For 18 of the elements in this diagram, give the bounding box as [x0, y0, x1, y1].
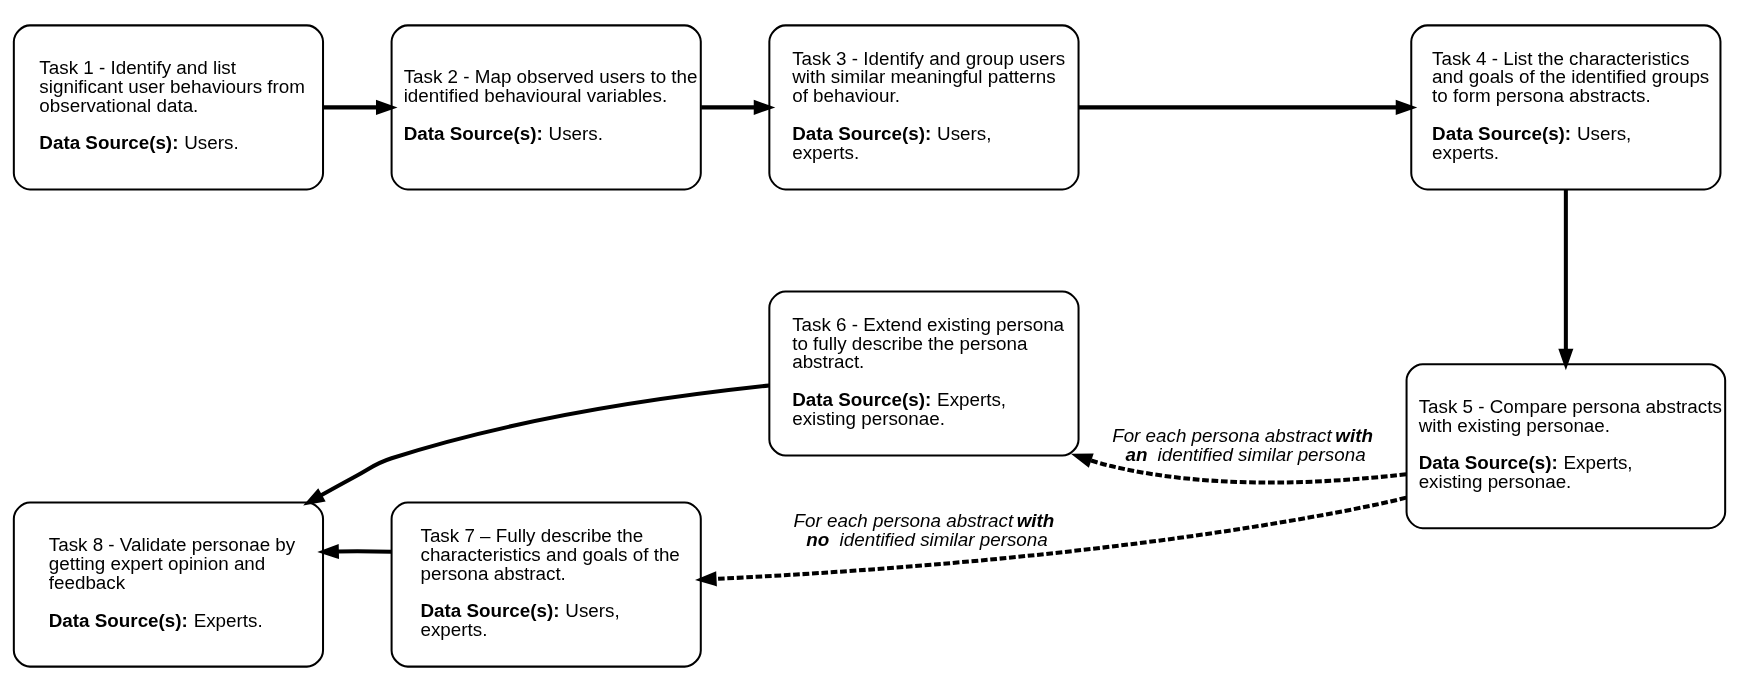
- node-box: Task 8 - Validate personae by getting expert opinion and feedback Data Source(s): Experts.: [12, 501, 325, 668]
- arrow: [1070, 453, 1407, 485]
- node-box: Task 3 - Identify and group users with similar meaningful patterns of behaviour. Data Source(s): Users, experts.: [768, 23, 1080, 190]
- node-box: Task 6 - Extend existing persona to fully describe the persona abstract. Data Source(s): Experts, existing personae.: [768, 290, 1080, 457]
- edge-label: For each persona abstract with no identified similar persona: [793, 509, 1055, 550]
- arrow: [695, 495, 1407, 586]
- arrow: [701, 99, 776, 115]
- arrow: [303, 383, 770, 505]
- node-box: Task 2 - Map observed users to the identified behavioural variables. Data Source(s): Users.: [390, 23, 702, 190]
- node-box: Task 4 - List the characteristics and goals of the identified groups to form persona abstracts. Data Source(s): Users, experts.: [1410, 23, 1722, 190]
- edge-label: For each persona abstract with an identified similar persona: [1112, 424, 1373, 465]
- node-box: Task 7 – Fully describe the characteristics and goals of the persona abstract. Data Source(s): Users, experts.: [390, 501, 702, 668]
- arrow: [323, 99, 398, 115]
- arrow: [1558, 189, 1574, 370]
- node-box: Task 1 - Identify and list significant user behaviours from observational data. Data Source(s): Users.: [12, 23, 325, 190]
- arrow: [317, 543, 392, 559]
- arrow: [1078, 99, 1418, 115]
- node-box: Task 5 - Compare persona abstracts with existing personae. Data Source(s): Experts, existing personae.: [1405, 362, 1727, 529]
